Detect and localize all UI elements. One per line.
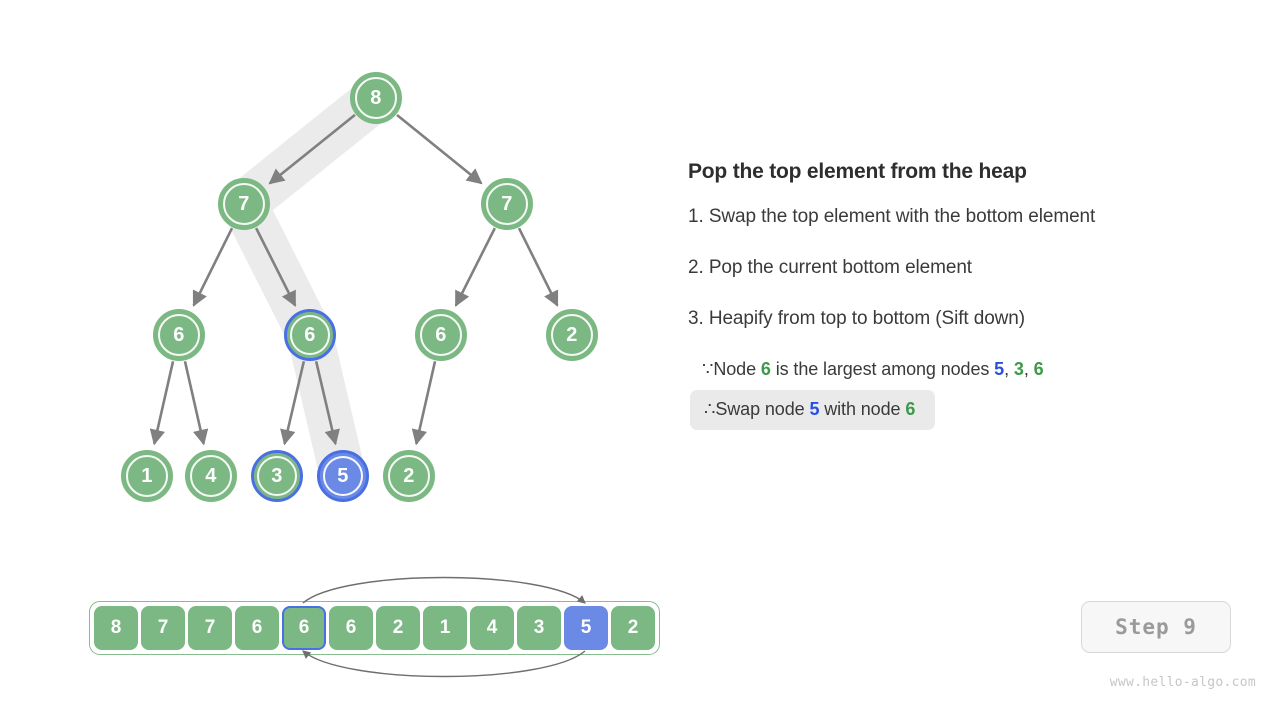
tree-node-n6[interactable]: 2	[546, 309, 598, 361]
array-cell-6[interactable]: 2	[376, 606, 420, 650]
step-item-2: 2. Pop the current bottom element	[688, 257, 972, 278]
sift-down-path-highlight	[221, 75, 399, 499]
tree-edge	[254, 227, 297, 307]
tree-node-n10[interactable]: 5	[317, 450, 369, 502]
tree-edge	[149, 361, 175, 446]
footer-url: www.hello-algo.com	[1109, 675, 1256, 690]
step-item-3: 3. Heapify from top to bottom (Sift down…	[688, 308, 1025, 329]
because-symbol: ∵	[702, 359, 714, 379]
therefore-symbol: ∴	[704, 399, 716, 419]
conclusion-callout: ∴Swap node 5 with node 6	[690, 390, 936, 430]
tree-node-n11[interactable]: 2	[383, 450, 435, 502]
tree-node-label: 7	[238, 193, 250, 215]
tree-edge	[314, 360, 340, 446]
binary-heap-tree-diagram: 8 7 7 6 6 6 2 1 4 3 5 2	[0, 0, 680, 560]
array-cell-value: 3	[533, 617, 545, 638]
conclusion-value-2: 6	[905, 399, 916, 419]
tree-node-label: 4	[205, 465, 217, 487]
tree-node-label: 5	[337, 465, 349, 487]
reason-value-1: 6	[760, 359, 771, 379]
array-cell-10[interactable]: 5	[564, 606, 608, 650]
step-item-1: 1. Swap the top element with the bottom …	[688, 206, 1096, 227]
array-cell-3[interactable]: 6	[235, 606, 279, 650]
array-cell-4[interactable]: 6	[282, 606, 326, 650]
reason-text-3: ,	[1004, 359, 1014, 379]
tree-node-label: 7	[501, 193, 513, 215]
conclusion-text-2: with node	[819, 399, 906, 419]
tree-node-n1[interactable]: 7	[218, 178, 270, 230]
heap-array-representation: 8 7 7 6 6 6 2 1 4 3 5 2	[89, 576, 660, 678]
conclusion-text-1: Swap node	[715, 399, 810, 419]
tree-node-n2[interactable]: 7	[481, 178, 533, 230]
tree-node-n0[interactable]: 8	[350, 72, 402, 124]
step-badge: Step 9	[1081, 601, 1231, 653]
array-frame: 8 7 7 6 6 6 2 1 4 3 5 2	[89, 601, 660, 655]
tree-edge-group	[149, 113, 559, 446]
tree-edge	[396, 113, 483, 185]
tree-node-n5[interactable]: 6	[415, 309, 467, 361]
reason-line: ∵Node 6 is the largest among nodes 5, 3,…	[688, 359, 1248, 380]
tree-edge	[192, 227, 234, 307]
array-cell-value: 6	[251, 617, 263, 638]
tree-edge	[411, 361, 437, 446]
tree-node-n8[interactable]: 4	[185, 450, 237, 502]
page-title: Pop the top element from the heap	[688, 160, 1027, 183]
array-cell-value: 7	[157, 617, 169, 638]
swap-arrow-top	[302, 576, 586, 604]
array-cell-value: 1	[439, 617, 451, 638]
tree-node-label: 2	[403, 465, 415, 487]
array-cell-value: 2	[627, 617, 639, 638]
array-cell-value: 6	[345, 617, 357, 638]
array-cell-1[interactable]: 7	[141, 606, 185, 650]
array-cell-value: 5	[580, 617, 592, 638]
tree-edge	[454, 227, 497, 307]
array-cell-value: 6	[298, 617, 310, 638]
tree-edge	[183, 361, 209, 446]
tree-edge	[517, 227, 559, 307]
tree-node-label: 3	[271, 465, 283, 487]
array-cell-value: 8	[110, 617, 122, 638]
tree-node-label: 8	[370, 87, 382, 109]
tree-node-label: 6	[435, 324, 447, 346]
array-cell-value: 7	[204, 617, 216, 638]
reason-text-2: is the largest among nodes	[770, 359, 995, 379]
array-cell-5[interactable]: 6	[329, 606, 373, 650]
reason-text-4: ,	[1023, 359, 1034, 379]
tree-node-n9[interactable]: 3	[251, 450, 303, 502]
array-cell-8[interactable]: 4	[470, 606, 514, 650]
explanation-panel: Pop the top element from the heap 1. Swa…	[688, 160, 1248, 430]
tree-edges-svg	[149, 75, 559, 499]
array-cell-value: 2	[392, 617, 404, 638]
tree-node-label: 6	[304, 324, 316, 346]
conclusion-value-1: 5	[809, 399, 820, 419]
tree-edge	[268, 113, 356, 185]
reason-value-3: 3	[1013, 359, 1024, 379]
reason-text-1: Node	[713, 359, 761, 379]
tree-node-label: 1	[141, 465, 153, 487]
array-cell-9[interactable]: 3	[517, 606, 561, 650]
tree-node-n3[interactable]: 6	[153, 309, 205, 361]
array-cell-2[interactable]: 7	[188, 606, 232, 650]
tree-node-n7[interactable]: 1	[121, 450, 173, 502]
tree-edge	[280, 360, 306, 446]
array-cell-7[interactable]: 1	[423, 606, 467, 650]
tree-node-n4[interactable]: 6	[284, 309, 336, 361]
array-cell-value: 4	[486, 617, 498, 638]
reason-value-4: 6	[1033, 359, 1044, 379]
tree-node-label: 2	[566, 324, 578, 346]
tree-node-label: 6	[173, 324, 185, 346]
array-cell-11[interactable]: 2	[611, 606, 655, 650]
array-cell-0[interactable]: 8	[94, 606, 138, 650]
reason-value-2: 5	[994, 359, 1005, 379]
